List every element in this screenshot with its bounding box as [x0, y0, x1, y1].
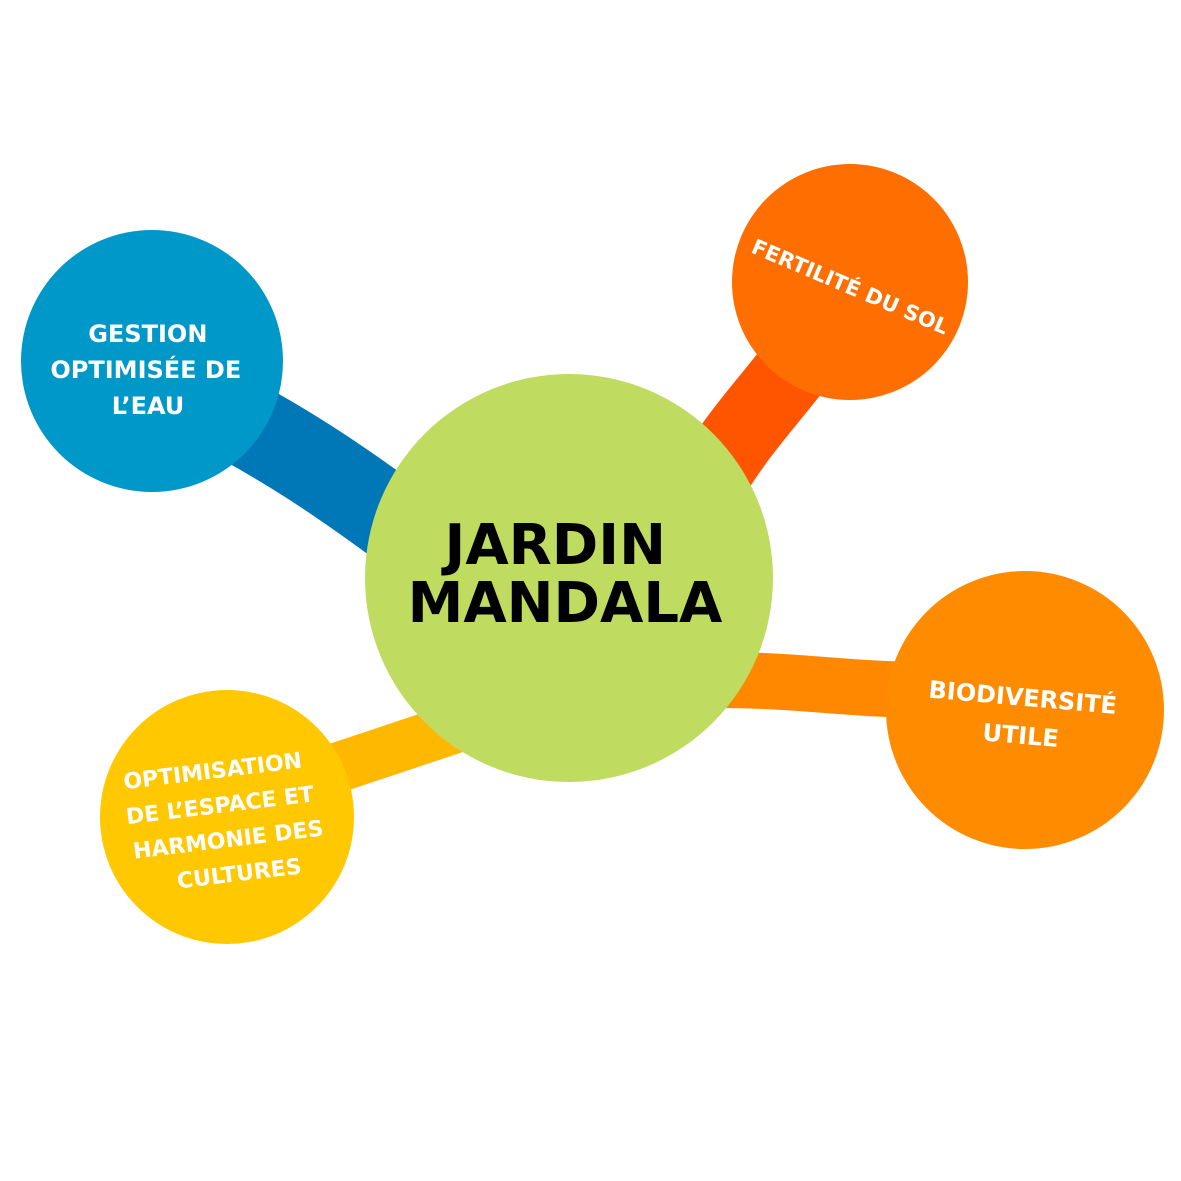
- center-node-label: JARDIN MANDALA: [408, 513, 723, 636]
- node-water-label: GESTION OPTIMISÉE DE L’EAU: [50, 320, 249, 420]
- node-space-circle[interactable]: [100, 690, 354, 944]
- node-soil-circle[interactable]: [732, 164, 968, 400]
- node-biodiversity-circle[interactable]: [886, 571, 1164, 849]
- node-water-circle[interactable]: [21, 230, 283, 492]
- center-node-circle[interactable]: [365, 374, 773, 782]
